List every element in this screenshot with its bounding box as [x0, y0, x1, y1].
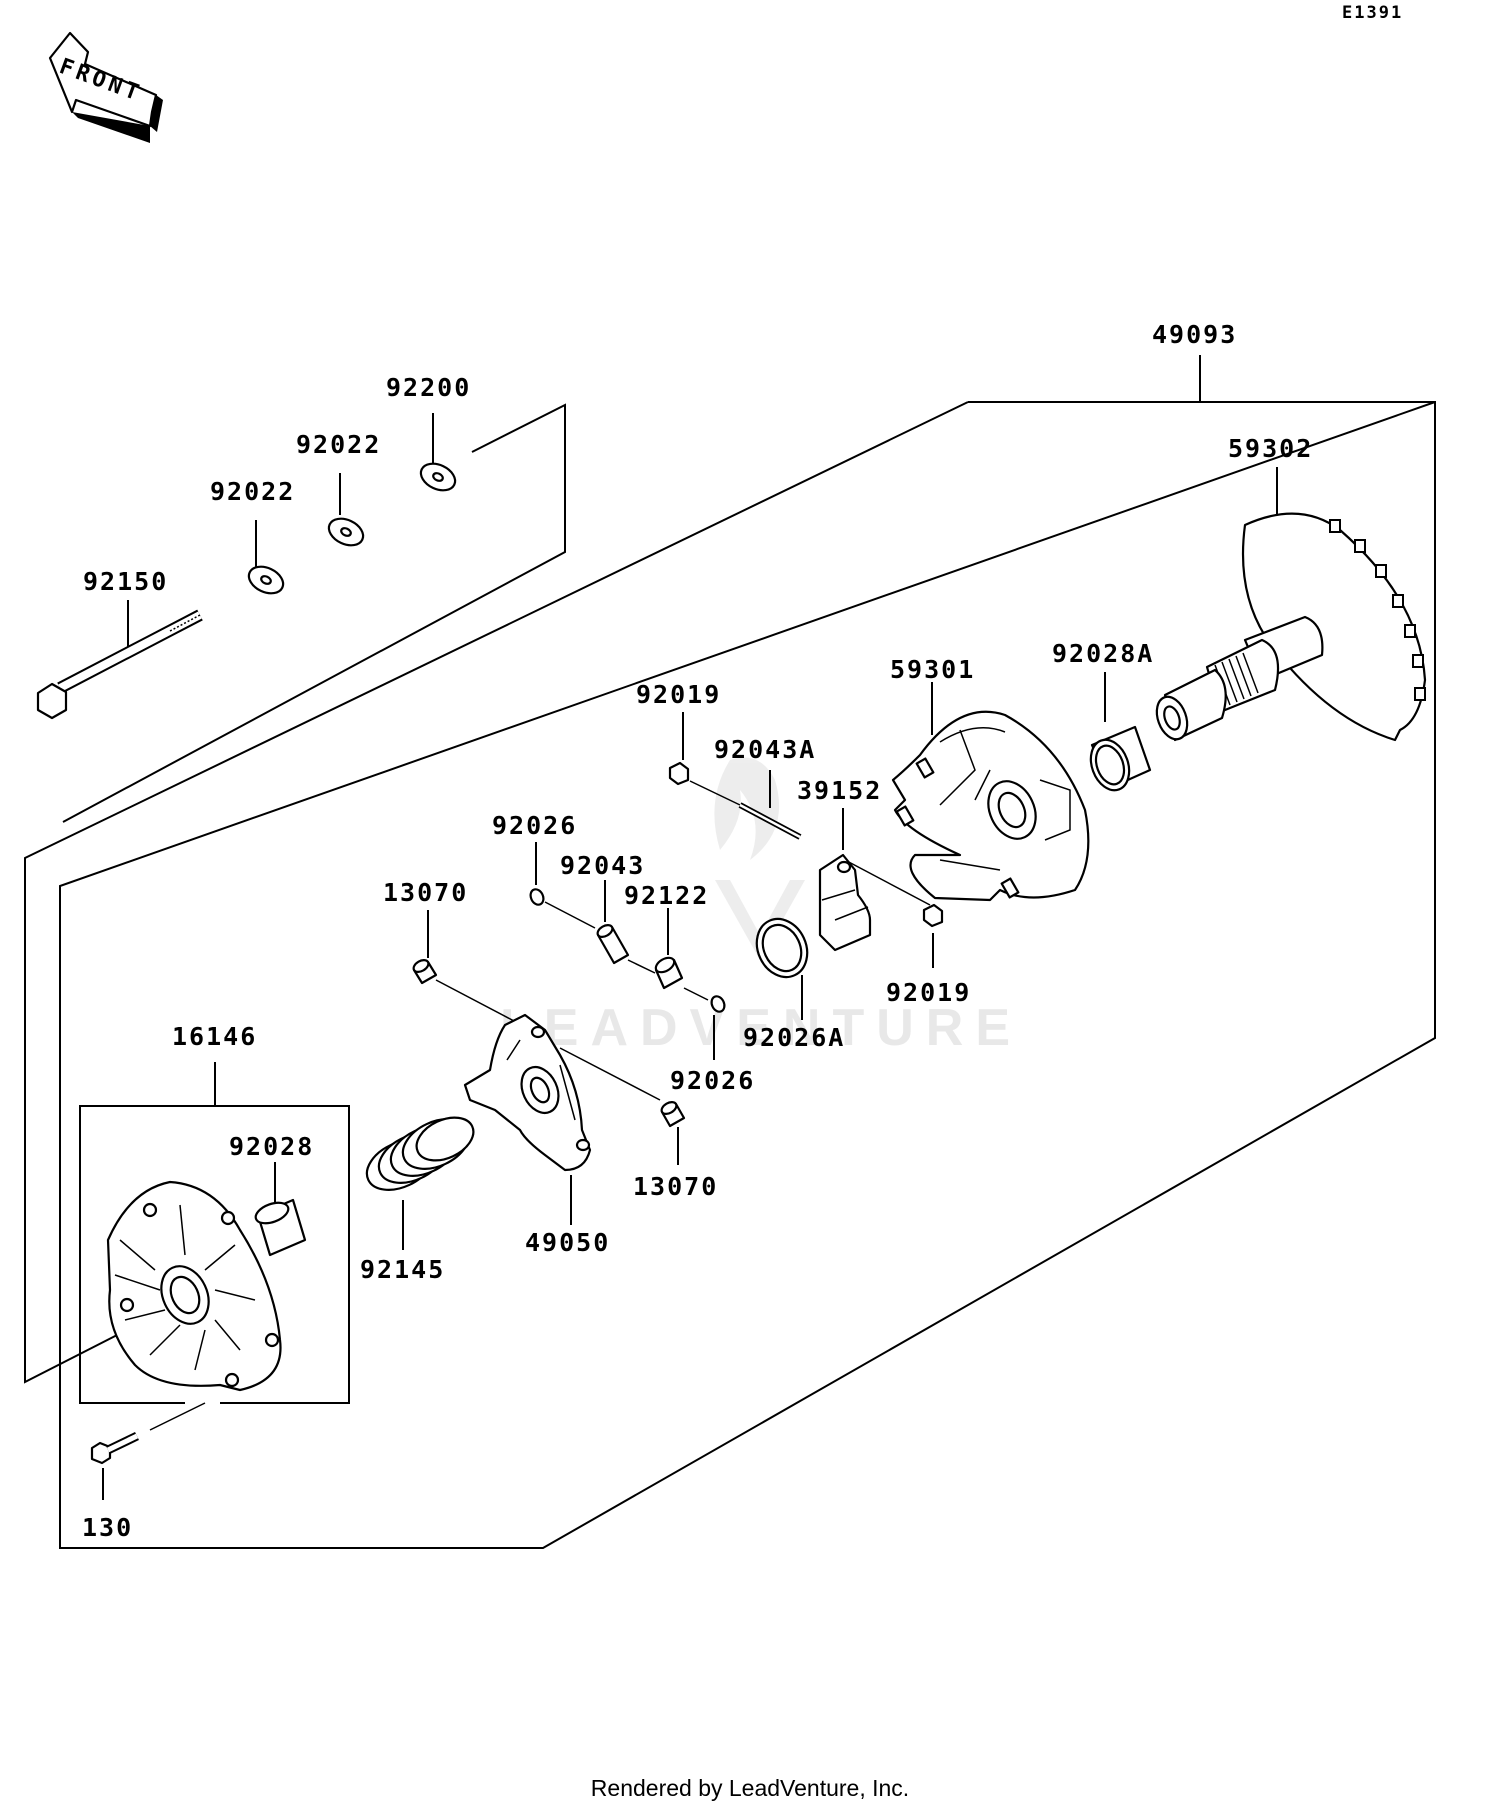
- label-13070-2: 13070: [633, 1172, 718, 1201]
- label-13070-1: 13070: [383, 878, 468, 907]
- label-92022-2: 92022: [210, 477, 295, 506]
- ring-92026A: [755, 917, 809, 1020]
- roller-92122: [654, 908, 709, 1001]
- label-49050: 49050: [525, 1228, 610, 1257]
- label-49093: 49093: [1152, 320, 1237, 349]
- label-92019-1: 92019: [636, 680, 721, 709]
- movable-sheave-59301: [891, 682, 1090, 902]
- spider-49050: [463, 1013, 592, 1225]
- washer-92022-1: [247, 520, 285, 595]
- label-92122: 92122: [624, 881, 709, 910]
- label-39152: 39152: [797, 776, 882, 805]
- bushing-13070-2: [559, 1047, 686, 1165]
- watermark-text: LEADVENTURE: [500, 999, 1022, 1057]
- label-92022-1: 92022: [296, 430, 381, 459]
- diagram-code: E1391: [1342, 3, 1403, 23]
- label-92043A: 92043A: [714, 735, 816, 764]
- front-arrow-icon: FRONT: [48, 31, 163, 143]
- fixed-sheave-59302: [1155, 467, 1427, 742]
- watermark: LEADVENTURE: [500, 757, 1022, 1057]
- bolt-130: [90, 1402, 206, 1500]
- label-59302: 59302: [1228, 434, 1313, 463]
- nut-92019-2: [922, 903, 944, 968]
- nut-92019-1: [668, 761, 690, 786]
- pin-92043A: [682, 712, 931, 906]
- label-92028: 92028: [229, 1132, 314, 1161]
- circlip-92026-2: [710, 995, 726, 1060]
- circlip-92026-1: [529, 842, 596, 929]
- pin-92043: [596, 880, 656, 974]
- bolt-92150: [36, 600, 203, 720]
- label-92145: 92145: [360, 1255, 445, 1284]
- washer-92022-2: [327, 473, 365, 547]
- label-92026A: 92026A: [743, 1023, 845, 1052]
- washer-92200: [419, 413, 457, 492]
- assembly-frame: [24, 355, 1436, 1549]
- bushing-13070-1: [412, 910, 536, 1033]
- label-92043: 92043: [560, 851, 645, 880]
- label-130: 130: [82, 1513, 133, 1542]
- bushing-92028A: [1089, 672, 1152, 792]
- label-92200: 92200: [386, 373, 471, 402]
- label-92026-2: 92026: [670, 1066, 755, 1095]
- label-92150: 92150: [83, 567, 168, 596]
- label-92019-2: 92019: [886, 978, 971, 1007]
- footer-credit: Rendered by LeadVenture, Inc.: [591, 1775, 909, 1801]
- label-92026-1: 92026: [492, 811, 577, 840]
- weight-block-39152: [818, 808, 872, 952]
- spring-92145: [365, 1116, 475, 1250]
- label-16146: 16146: [172, 1022, 257, 1051]
- label-59301: 59301: [890, 655, 975, 684]
- label-92028A: 92028A: [1052, 639, 1154, 668]
- drive-face-16146: [106, 1062, 307, 1392]
- bolt-kit-frame: [62, 403, 566, 823]
